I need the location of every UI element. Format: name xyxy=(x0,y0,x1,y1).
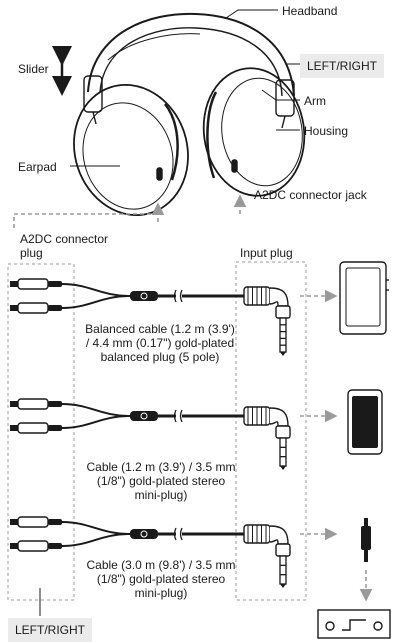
plug-adapter-icon xyxy=(361,518,371,562)
input-plug-group-box xyxy=(235,261,307,601)
walkman-player-icon xyxy=(339,261,389,335)
a2dc-connector-jack-label: A2DC connector jack xyxy=(254,188,367,202)
earpad-label: Earpad xyxy=(18,160,57,174)
headband-label: Headband xyxy=(282,4,338,18)
arm-label: Arm xyxy=(304,94,326,108)
a2dc-connector-plug-label: A2DC connector plug xyxy=(20,232,109,260)
cable-assembly xyxy=(10,278,338,356)
housing-label: Housing xyxy=(304,124,349,138)
smartphone-icon xyxy=(347,389,383,455)
cable-caption-balanced: Balanced cable (1.2 m (3.9') / 4.4 mm (0… xyxy=(85,322,235,364)
headphones-illustration xyxy=(73,12,306,217)
cable-caption-3-0m: Cable (3.0 m (9.8') / 3.5 mm (1/8") gold… xyxy=(86,558,236,600)
cable-caption-1-2m: Cable (1.2 m (3.9') / 3.5 mm (1/8") gold… xyxy=(86,460,236,502)
input-plug-label: Input plug xyxy=(240,246,293,260)
slider-shape xyxy=(83,75,103,113)
stereo-amplifier-icon xyxy=(317,609,391,639)
cable-assembly xyxy=(10,398,338,470)
slider-label: Slider xyxy=(18,62,49,76)
left-right-label-top: LEFT/RIGHT xyxy=(300,54,385,78)
headband-shape xyxy=(87,12,295,97)
left-right-label-bottom: LEFT/RIGHT xyxy=(8,618,93,642)
dashed-connectors xyxy=(13,194,247,228)
cable-assembly xyxy=(10,516,338,588)
leader-lines xyxy=(70,9,302,167)
a2dc-plug-group-box xyxy=(7,263,75,601)
right-earcup xyxy=(202,67,306,197)
left-earcup xyxy=(73,83,189,217)
